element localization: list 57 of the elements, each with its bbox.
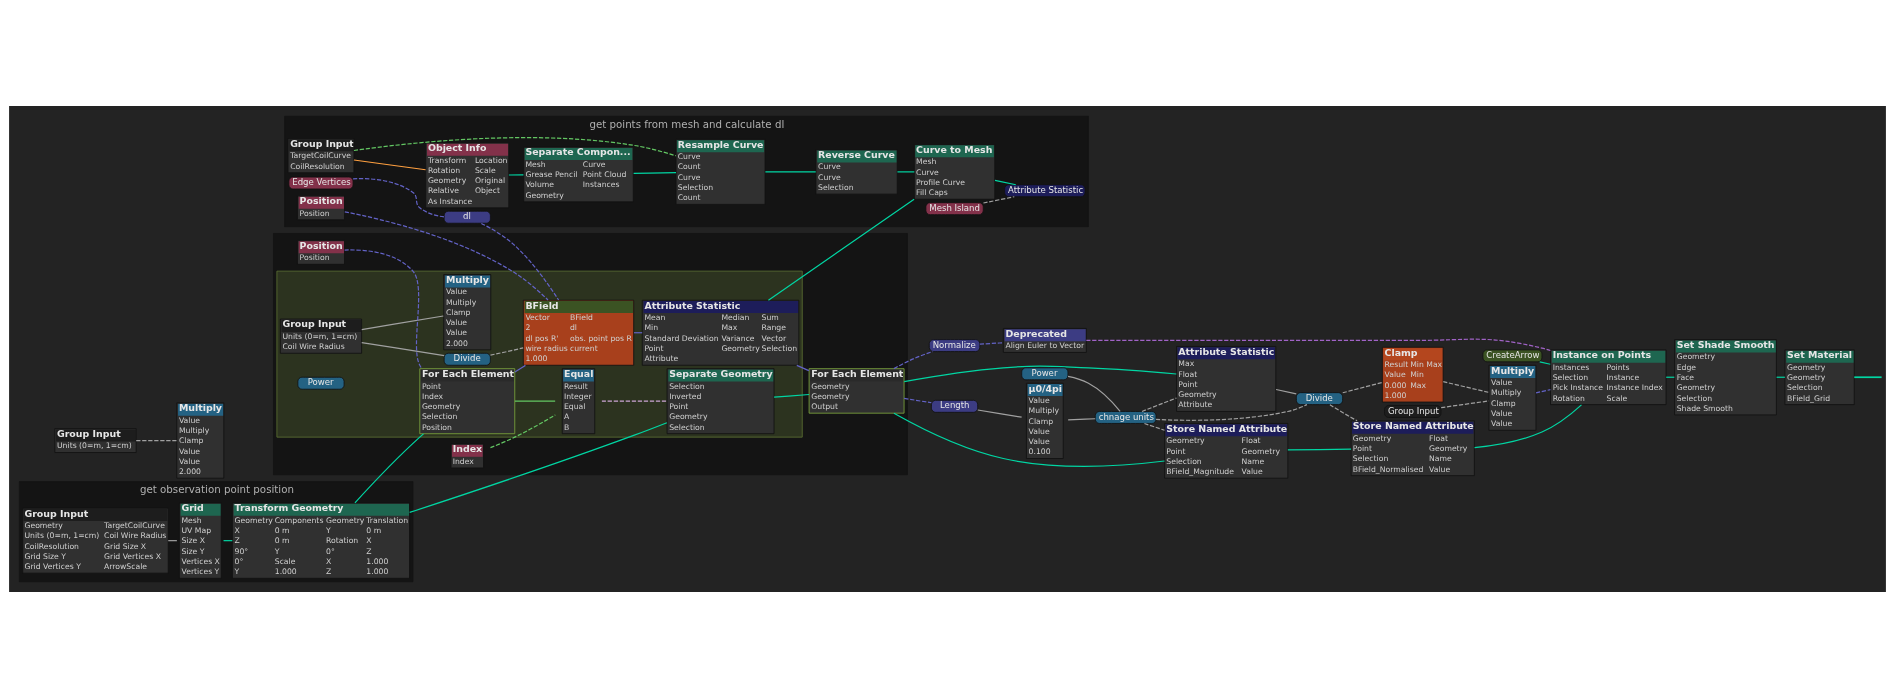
connector (489, 347, 524, 356)
connector (361, 315, 444, 331)
connector (977, 409, 1023, 418)
node-box: dl (443, 210, 491, 224)
connector (480, 222, 560, 301)
node-box: Divide (1295, 392, 1343, 406)
connector (982, 196, 1015, 204)
connector (601, 400, 668, 402)
connector (1275, 388, 1297, 395)
node-box: Edge Vertices (288, 176, 354, 190)
connector (633, 172, 677, 175)
connector (167, 540, 178, 542)
node-box: chnage units (1094, 411, 1157, 424)
node-box: CreateArrow (1482, 349, 1543, 363)
connector (1853, 376, 1883, 379)
connector (514, 364, 527, 373)
connector (1440, 400, 1490, 409)
connector (344, 249, 423, 370)
node-box: Power (297, 376, 345, 390)
node-box: Mesh Island (925, 202, 984, 216)
connector (896, 171, 915, 173)
connector (1342, 381, 1383, 394)
node-box: Normalize (928, 339, 981, 352)
node-box: Group Input (1384, 405, 1442, 418)
connector (764, 171, 817, 173)
connector (796, 364, 810, 372)
connector (1474, 404, 1583, 449)
connector (1067, 418, 1096, 421)
node-box: Divide (443, 352, 491, 366)
connector (352, 178, 445, 218)
connector (979, 342, 1004, 345)
connector (1539, 361, 1551, 365)
connector (489, 414, 556, 449)
connector (1329, 404, 1358, 422)
connector (1535, 389, 1551, 394)
connector (361, 341, 445, 357)
connector (994, 179, 1017, 186)
connector (409, 422, 668, 514)
node-box: Length (931, 399, 979, 413)
connector (354, 433, 425, 504)
connector (903, 397, 932, 404)
connector (514, 400, 556, 402)
node-box: Power (1021, 367, 1069, 381)
node-box: Attribute Statistic (1004, 184, 1086, 198)
connector (1442, 381, 1490, 393)
connector (508, 174, 525, 176)
connector (773, 393, 810, 398)
connector (1155, 404, 1308, 421)
connector (135, 439, 178, 442)
connector (1067, 375, 1121, 412)
connector (767, 198, 915, 301)
connector (1141, 397, 1178, 413)
connector (893, 351, 934, 370)
connector (353, 159, 427, 171)
connector (344, 211, 549, 301)
connector (1085, 338, 1551, 352)
connector (1287, 448, 1352, 451)
